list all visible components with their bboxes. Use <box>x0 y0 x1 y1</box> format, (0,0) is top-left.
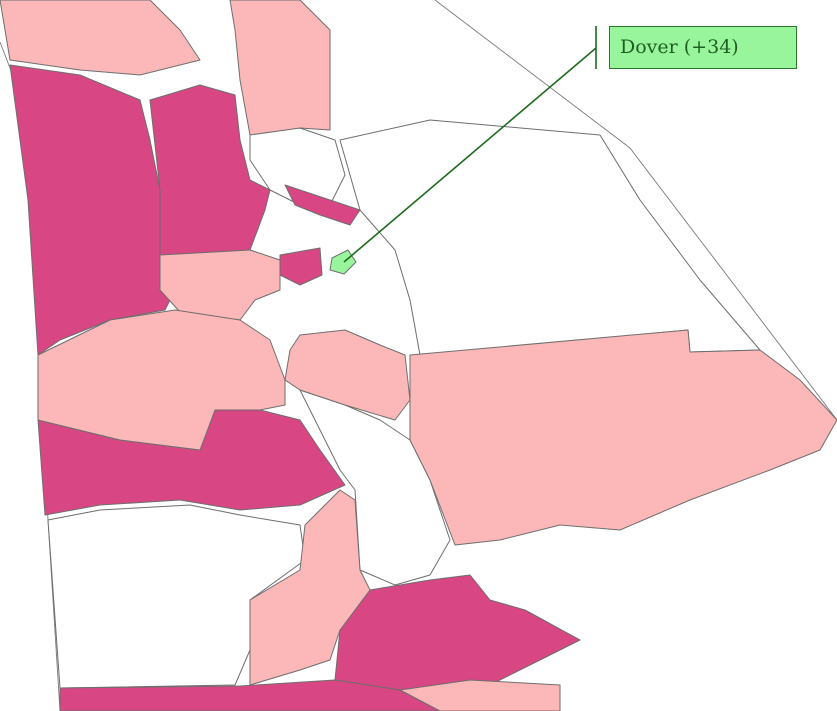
region-center-high <box>279 247 323 286</box>
region-north-medium <box>229 0 331 136</box>
region-south-medium <box>249 489 371 686</box>
region-west-medium <box>159 249 281 321</box>
region-south-high <box>334 574 581 701</box>
region-east-white <box>339 119 761 356</box>
region-center-white <box>299 389 451 586</box>
region-northwest-high <box>9 64 176 356</box>
region-dover-highlight <box>329 249 357 275</box>
region-center-medium <box>284 329 411 421</box>
callout-leader-line <box>343 47 597 263</box>
county-boundary-east <box>434 0 837 421</box>
region-northeast-high <box>284 184 361 226</box>
region-east-medium <box>409 329 837 546</box>
region-north-high <box>149 84 271 256</box>
callout-label: Dover (+34) <box>609 26 797 69</box>
region-southern-medium <box>399 679 561 711</box>
region-northwest-corner-medium <box>0 0 201 76</box>
region-southwest-medium <box>37 309 286 451</box>
